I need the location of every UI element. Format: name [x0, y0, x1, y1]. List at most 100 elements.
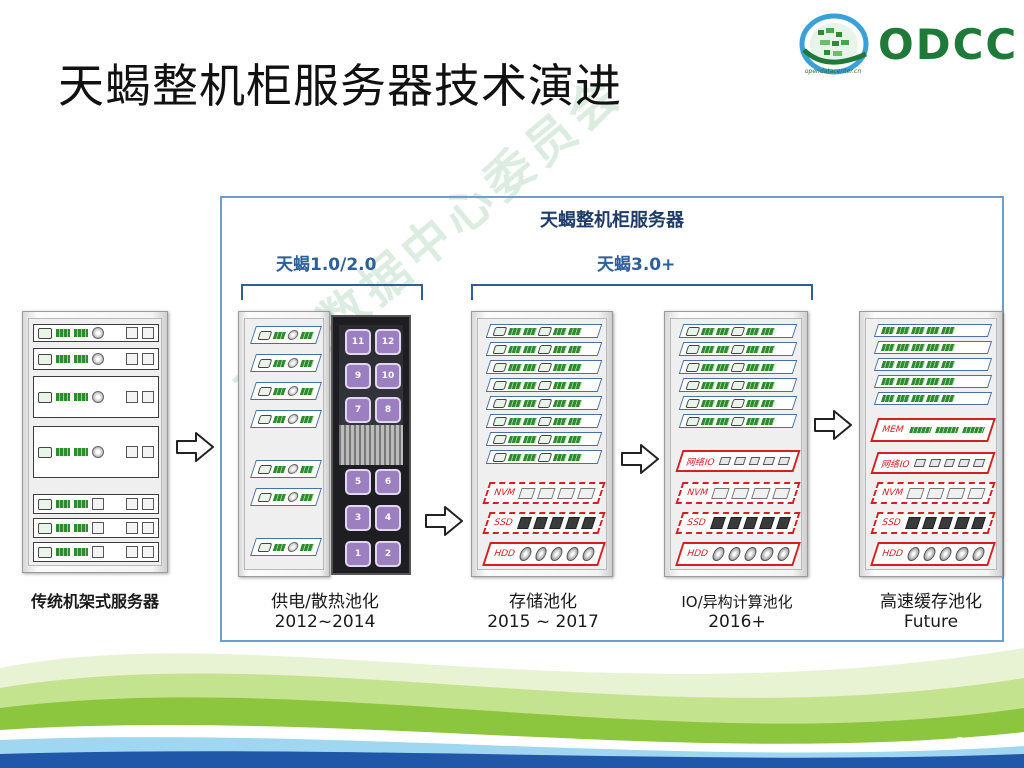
server-tray: [485, 324, 603, 338]
server-tray: [485, 396, 603, 410]
server-tray: [873, 392, 993, 405]
server-tray: [678, 360, 798, 374]
network-io-label: 网络IO: [684, 457, 716, 468]
arrow-right-icon: [814, 410, 852, 440]
fan-module: 5: [345, 469, 371, 495]
server-tray: [873, 358, 993, 371]
server-tray: [250, 538, 322, 556]
nvm-label: NVM: [492, 488, 517, 498]
server-tray: [250, 382, 322, 400]
server-tray: [485, 360, 603, 374]
server-tray: [485, 432, 603, 446]
nvm-label: NVM: [685, 488, 710, 498]
bracket-label-gen1: 天蝎1.0/2.0: [276, 255, 377, 275]
fan-module: 7: [345, 397, 371, 423]
server-tray: [678, 414, 798, 428]
server-tray: [873, 375, 993, 388]
fan-module: 11: [345, 329, 371, 355]
server-tray: [873, 324, 993, 337]
odcc-logo: opendatacenter.cn ODCC: [796, 10, 1016, 90]
server-unit: [33, 542, 159, 562]
arrow-right-icon: [176, 432, 214, 462]
caption-power-cooling: 供电/散热池化 2012~2014: [240, 592, 410, 632]
ssd-label: SSD: [880, 518, 902, 528]
ssd-pool: SSD: [870, 512, 996, 534]
rack-storage-pooling: NVM SSD HDD: [471, 311, 613, 577]
hdd-pool: HDD: [870, 542, 996, 566]
server-tray: [873, 341, 993, 354]
server-tray: [678, 324, 798, 338]
network-io-pool: 网络IO: [675, 450, 801, 472]
footer-waves: [0, 648, 1024, 768]
logo-globe-icon: [799, 13, 869, 75]
server-tray: [485, 378, 603, 392]
logo-wordmark: ODCC: [878, 20, 1019, 69]
fan-module: 4: [375, 505, 401, 531]
server-unit: [33, 494, 159, 514]
ssd-pool: SSD: [675, 512, 801, 534]
logo-domain-text: opendatacenter.cn: [804, 68, 862, 75]
server-tray: [250, 460, 322, 478]
server-tray: [485, 450, 603, 464]
fan-module: 8: [375, 397, 401, 423]
network-io-label: 网络IO: [879, 459, 911, 470]
fan-module: 2: [375, 541, 401, 567]
bracket-label-gen3: 天蝎3.0+: [597, 255, 676, 275]
slide-title: 天蝎整机柜服务器技术演进: [58, 59, 622, 113]
fan-rack-switch: [339, 425, 403, 465]
fan-rack: 11 12 9 10 7 8 5 6 3 4 1 2: [331, 315, 411, 575]
hdd-label: HDD: [492, 549, 517, 559]
caption-io-pooling-text: IO/异构计算池化: [681, 593, 793, 611]
rack-io-pooling: 网络IO NVM SSD HDD: [664, 311, 808, 577]
caption-traditional-text: 传统机架式服务器: [30, 592, 159, 611]
hdd-label: HDD: [880, 549, 905, 559]
mem-label: MEM: [880, 425, 905, 435]
fan-module: 6: [375, 469, 401, 495]
server-tray: [250, 354, 322, 372]
server-tray: [485, 414, 603, 428]
rack-power-cooling: [238, 311, 330, 577]
fan-module: 10: [375, 363, 401, 389]
fan-module: 1: [345, 541, 371, 567]
caption-io-pooling-period: 2016+: [708, 612, 766, 632]
nvm-pool: NVM: [870, 482, 996, 504]
server-unit: [33, 426, 159, 478]
nvm-pool: NVM: [675, 482, 801, 504]
caption-cache-pooling-period: Future: [903, 612, 959, 632]
ssd-label: SSD: [492, 518, 514, 528]
page-number: 2: [956, 735, 965, 749]
arrow-right-icon: [425, 506, 463, 536]
server-tray: [485, 342, 603, 356]
server-tray: [678, 342, 798, 356]
fan-module: 12: [375, 329, 401, 355]
nvm-label: NVM: [880, 488, 905, 498]
ssd-label: SSD: [685, 518, 707, 528]
caption-storage-pooling-text: 存储池化: [509, 592, 577, 612]
caption-storage-pooling-period: 2015 ~ 2017: [487, 612, 599, 632]
caption-cache-pooling: 高速缓存池化 Future: [846, 592, 1016, 632]
server-tray: [678, 396, 798, 410]
bracket-gen3: [471, 284, 813, 300]
caption-traditional: 传统机架式服务器: [10, 592, 180, 612]
caption-power-cooling-text: 供电/散热池化: [271, 592, 379, 612]
server-tray: [250, 410, 322, 428]
caption-power-cooling-period: 2012~2014: [274, 612, 376, 632]
fan-module: 9: [345, 363, 371, 389]
server-tray: [250, 488, 322, 506]
hdd-pool: HDD: [675, 542, 801, 566]
server-unit: [33, 376, 159, 418]
hdd-pool: HDD: [482, 542, 606, 566]
server-tray: [678, 378, 798, 392]
server-unit: [33, 518, 159, 538]
server-unit: [33, 324, 159, 342]
rack-traditional: [22, 311, 168, 573]
nvm-pool: NVM: [482, 482, 606, 504]
caption-io-pooling: IO/异构计算池化 2016+: [652, 592, 822, 632]
server-tray: [250, 326, 322, 344]
scorpio-frame: [220, 196, 1004, 642]
hdd-label: HDD: [685, 549, 710, 559]
rack-cache-pooling: MEM 网络IO NVM SSD HDD: [859, 311, 1003, 577]
fan-module: 3: [345, 505, 371, 531]
arrow-right-icon: [621, 444, 659, 474]
